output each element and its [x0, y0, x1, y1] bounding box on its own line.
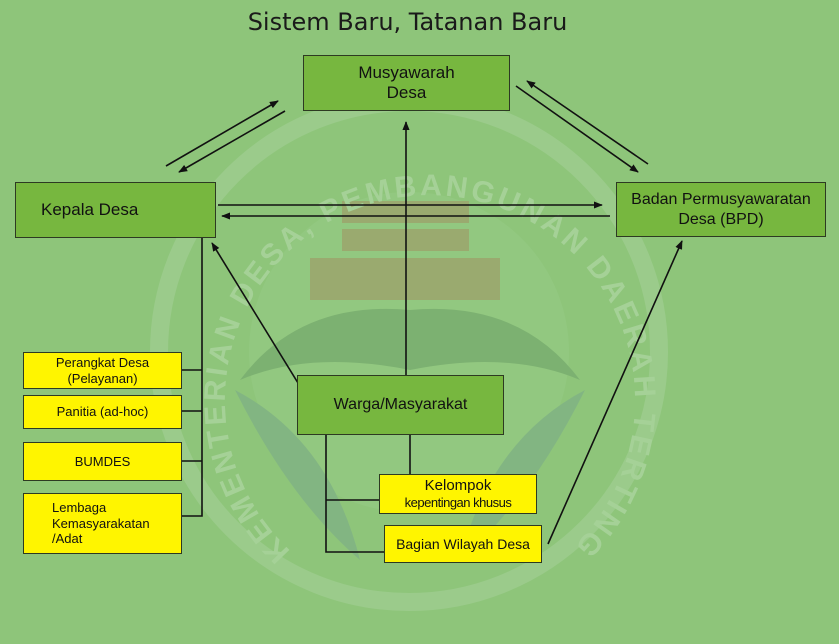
arrow-musyawarah-to-bpd [515, 85, 639, 173]
node-warga-label: Warga/Masyarakat [333, 396, 468, 414]
page-title: Sistem Baru, Tatanan Baru [247, 8, 568, 36]
connectors [165, 80, 683, 553]
node-bumdes-label: BUMDES [74, 453, 131, 469]
node-kelompok[interactable]: Kelompok kepentingan khusus [379, 474, 537, 514]
arrow-bagian-to-bpd [547, 240, 683, 545]
node-warga-masyarakat[interactable]: Warga/Masyarakat [297, 375, 504, 435]
node-perangkat-desa[interactable]: Perangkat Desa (Pelayanan) [23, 352, 182, 389]
node-bpd[interactable]: Badan Permusyawaratan Desa (BPD) [616, 182, 826, 237]
node-bagian-label: Bagian Wilayah Desa [396, 535, 530, 552]
node-lembaga[interactable]: Lembaga Kemasyarakatan /Adat [23, 493, 182, 554]
arrow-musyawarah-to-kepala [178, 110, 286, 173]
arrow-warga-to-kepala [211, 242, 299, 384]
link-warga-bagian [325, 435, 385, 553]
node-musyawarah-desa-label: Musyawarah Desa [358, 62, 455, 102]
node-musyawarah-desa[interactable]: Musyawarah Desa [303, 55, 510, 111]
node-panitia-label: Panitia (ad-hoc) [56, 404, 149, 420]
node-panitia[interactable]: Panitia (ad-hoc) [23, 395, 182, 429]
node-bpd-label: Badan Permusyawaratan Desa (BPD) [631, 191, 811, 228]
node-lembaga-label: Lembaga Kemasyarakatan /Adat [52, 500, 150, 547]
kepala-bracket [182, 238, 203, 517]
node-bagian-wilayah[interactable]: Bagian Wilayah Desa [384, 525, 542, 563]
node-bumdes[interactable]: BUMDES [23, 442, 182, 481]
node-kelompok-label: Kelompok kepentingan khusus [404, 477, 512, 511]
arrow-kepala-to-musyawarah [165, 100, 279, 167]
node-kepala-desa[interactable]: Kepala Desa [15, 182, 216, 238]
node-perangkat-label: Perangkat Desa (Pelayanan) [55, 354, 150, 386]
arrow-bpd-to-musyawarah [526, 80, 649, 165]
node-kepala-desa-label: Kepala Desa [41, 199, 139, 219]
